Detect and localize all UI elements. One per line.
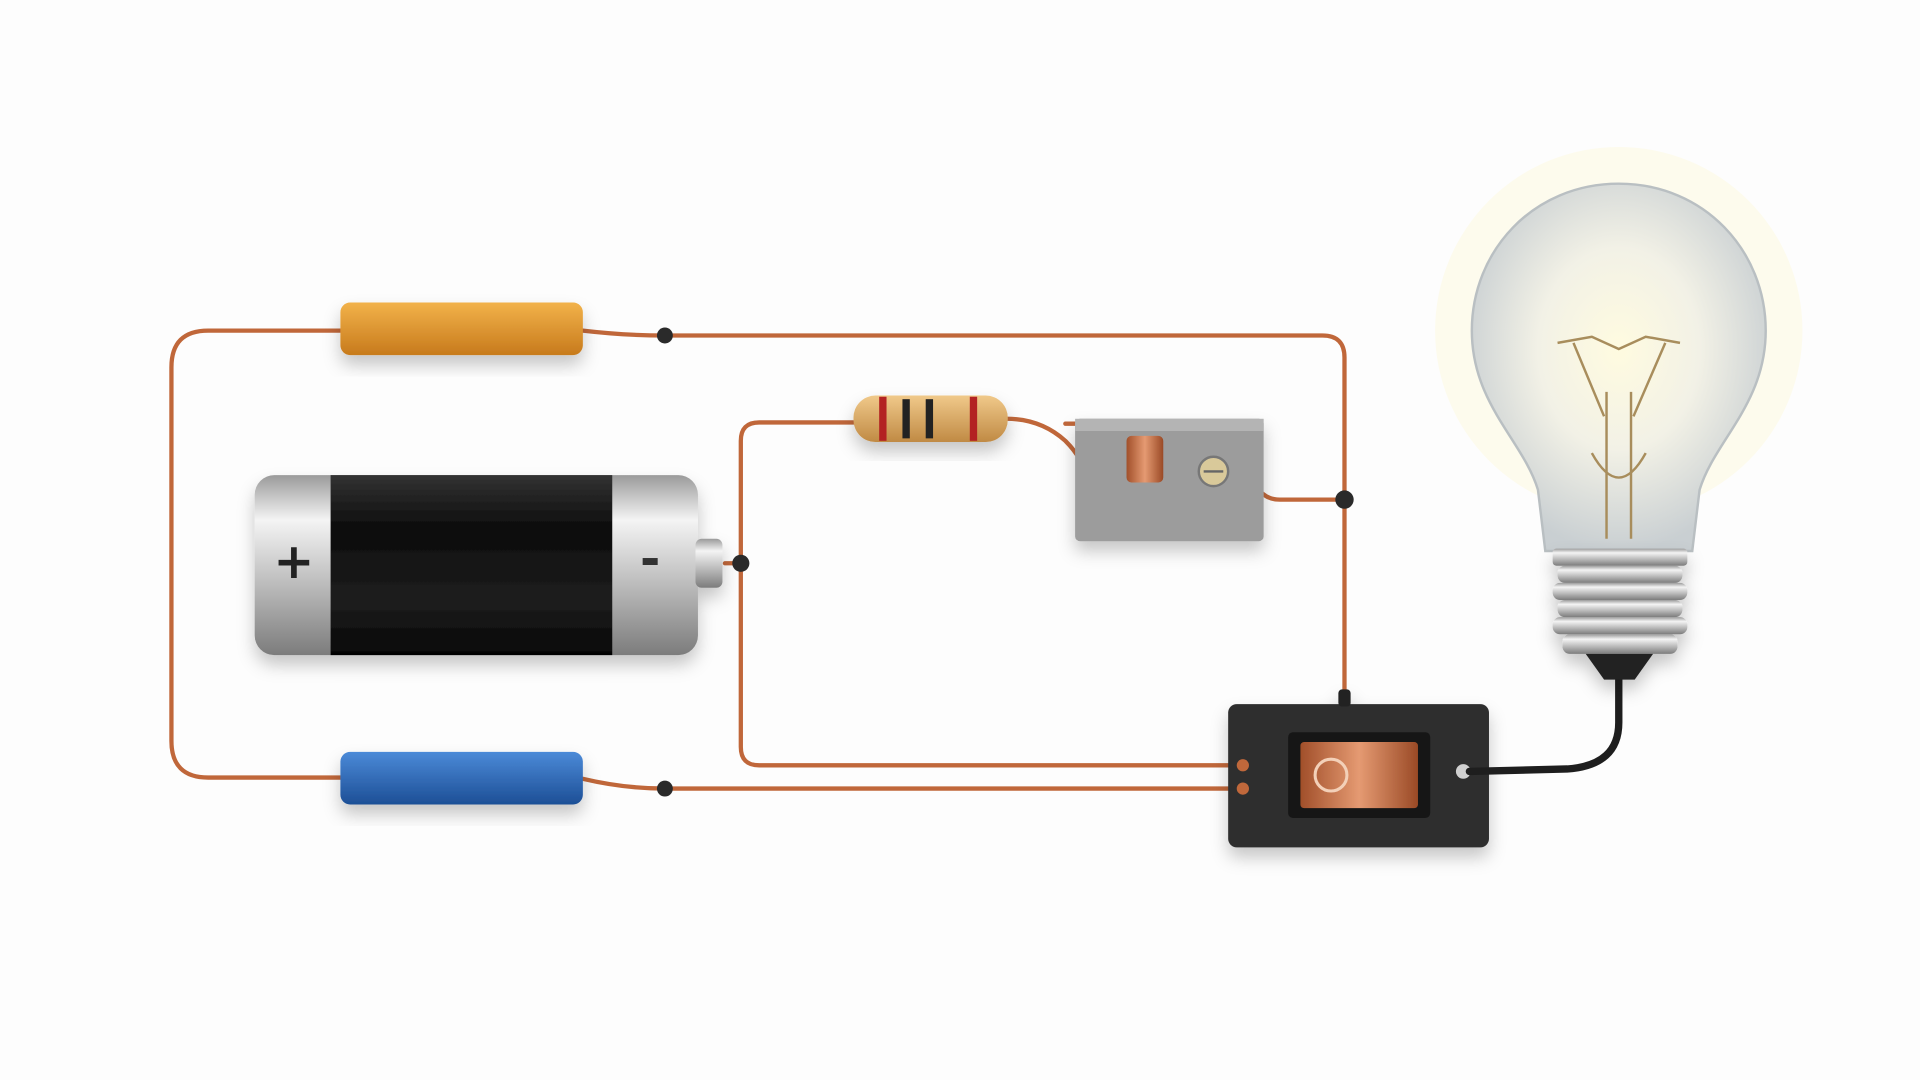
- blue-wire-sleeve: [340, 751, 583, 805]
- battery: + -: [254, 475, 723, 656]
- junction-dot: [732, 554, 750, 572]
- rocker-button: [1300, 742, 1418, 809]
- light-bulb: [1435, 146, 1803, 680]
- wire-bottom: [580, 776, 1233, 791]
- battery-terminal: [695, 538, 723, 588]
- battery-positive-label: +: [273, 533, 314, 590]
- junction-dot: [1335, 490, 1354, 509]
- bulb-glass: [1470, 182, 1767, 553]
- orange-wire-sleeve: [340, 302, 583, 356]
- wires: [169, 328, 1347, 791]
- junction-dot: [656, 327, 673, 344]
- wire-lower-branch: [738, 561, 1233, 768]
- wire-middle-branch: [722, 420, 860, 566]
- bulb-cable: [1465, 675, 1623, 776]
- junctions: [656, 327, 1354, 797]
- junction-dot: [656, 780, 673, 797]
- wire-left-loop: [169, 328, 346, 780]
- copper-clip: [1126, 435, 1164, 483]
- rocker-switch[interactable]: [1228, 689, 1489, 848]
- filament: [1557, 335, 1681, 539]
- power-symbol-icon: [1313, 757, 1349, 793]
- resistor: [853, 395, 1008, 443]
- bulb-base: [1552, 548, 1688, 680]
- battery-negative-label: -: [640, 531, 660, 588]
- terminal-block: [1075, 418, 1264, 542]
- wire-resistor-to-block: [1004, 416, 1087, 490]
